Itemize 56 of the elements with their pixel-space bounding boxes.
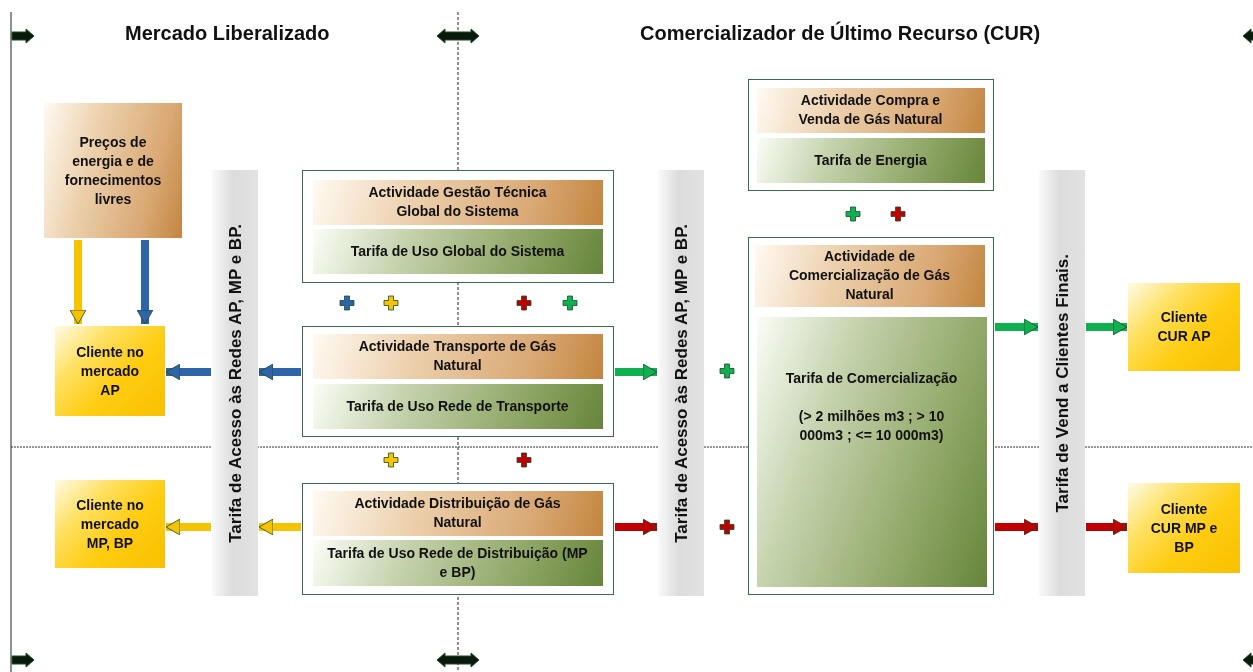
arrow <box>165 363 211 381</box>
box-text: Preços de energia e de fornecimentos livres <box>63 132 163 209</box>
box-text: Tarifa de Energia <box>813 150 928 170</box>
box-text: Tarifa de Uso Global do Sistema <box>349 241 566 261</box>
arrow <box>995 518 1039 536</box>
tariff-box <box>312 539 603 586</box>
box-text: Cliente no mercado MP, BP <box>75 495 145 553</box>
arrow <box>136 240 154 325</box>
group-frame <box>302 170 614 283</box>
activity-box <box>756 87 985 133</box>
tariff-box <box>756 137 985 183</box>
box-text: Tarifa de Comercialização <box>784 368 959 388</box>
tariff-box <box>756 316 987 587</box>
arrow <box>258 518 301 536</box>
section-heading: Comercializador de Último Recurso (CUR) <box>640 22 1041 45</box>
arrow <box>165 518 211 536</box>
arrow <box>615 518 658 536</box>
box-text: Actividade Distribuição de Gás Natural <box>353 494 562 532</box>
box-text: Cliente CUR AP <box>1156 308 1212 346</box>
activity-box <box>312 490 603 536</box>
box-text: Actividade Compra e Venda de Gás Natural <box>797 91 944 129</box>
box-text: Cliente CUR MP e BP <box>1149 499 1219 557</box>
group-frame <box>748 237 994 595</box>
box-text: Actividade Gestão Técnica Global do Sistema <box>367 183 548 221</box>
tariff-box <box>312 228 603 274</box>
activity-box <box>312 333 603 379</box>
arrow <box>258 363 301 381</box>
box-text: Tarifa de Uso Rede de Distribuição (MP e BP) <box>326 543 589 582</box>
activity-box <box>754 244 985 307</box>
group-frame <box>302 483 614 595</box>
band-text: Tarifa de Vend a Clientes Finais. <box>1052 253 1072 513</box>
group-frame <box>302 326 614 437</box>
box-text: Tarifa de Uso Rede de Transporte <box>345 396 570 416</box>
tariff-band <box>212 170 258 596</box>
arrow <box>1086 518 1128 536</box>
band-text: Tarifa de Acesso às Redes AP, MP e BP. <box>225 223 245 543</box>
tariff-band <box>658 170 704 596</box>
box-note: (> 2 milhões m3 ; > 10 000m3 ; <= 10 000m3) <box>797 406 946 445</box>
activity-box <box>312 179 603 225</box>
box-text: Cliente no mercado AP <box>75 342 145 400</box>
client-box <box>55 326 165 416</box>
client-box <box>1128 483 1240 573</box>
arrow <box>995 318 1039 336</box>
client-box <box>1128 283 1240 371</box>
activity-box <box>44 103 182 238</box>
section-heading: Mercado Liberalizado <box>125 22 330 45</box>
box-text: Actividade Transporte de Gás Natural <box>357 337 558 375</box>
tariff-box <box>312 383 603 429</box>
tariff-band <box>1039 170 1085 596</box>
arrow <box>69 240 87 325</box>
arrow <box>615 363 658 381</box>
box-text: Actividade de Comercialização de Gás Natural <box>787 247 952 304</box>
client-box <box>55 480 165 568</box>
arrow <box>1086 318 1128 336</box>
band-text: Tarifa de Acesso às Redes AP, MP e BP. <box>671 223 691 543</box>
group-frame <box>748 79 994 191</box>
